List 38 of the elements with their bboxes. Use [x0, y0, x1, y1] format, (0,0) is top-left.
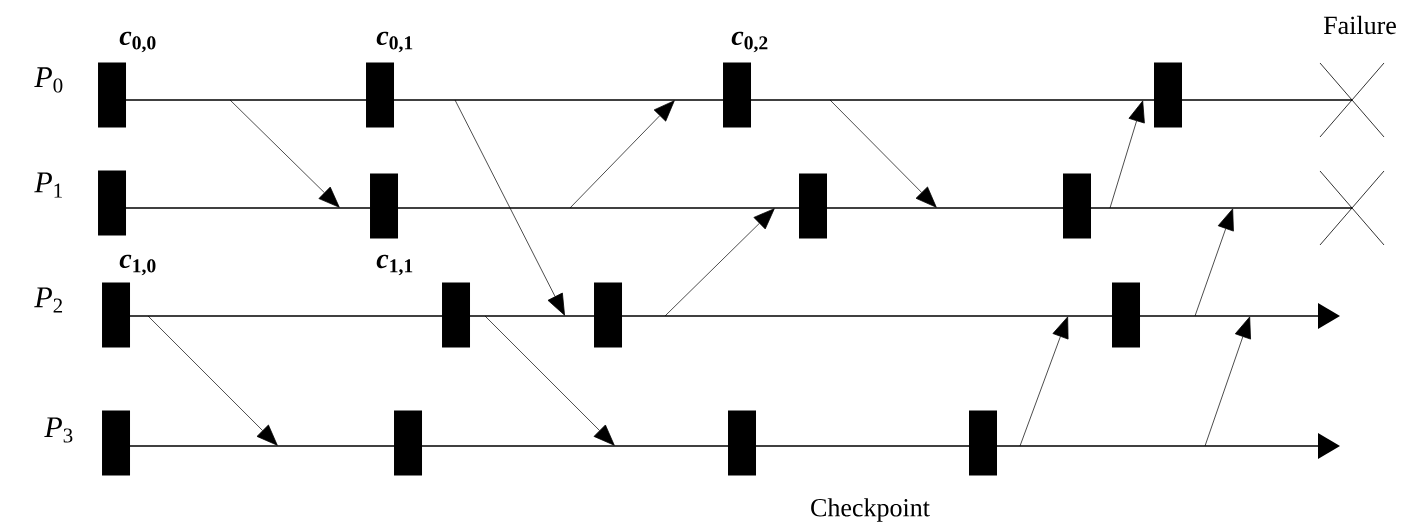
- message-arrow: [229, 99, 340, 208]
- checkpoint-bar: [394, 410, 422, 476]
- message-arrow: [829, 99, 937, 208]
- checkpoint-bar: [1154, 62, 1182, 128]
- checkpoint-label: c$_{0,1}$: [376, 31, 413, 53]
- message-arrow: [1109, 100, 1145, 209]
- message-arrow: [1019, 316, 1069, 447]
- message-arrow: [1194, 208, 1234, 317]
- checkpoint-bar: [728, 410, 756, 476]
- checkpoint-bar: [102, 282, 130, 348]
- process-label: P$_{3}$: [44, 417, 73, 443]
- checkpoint-bar: [969, 410, 997, 476]
- process-label: P$_{0}$: [34, 67, 63, 93]
- checkpoint-bar: [594, 282, 622, 348]
- checkpoint-bar: [98, 62, 126, 128]
- checkpoint-bar: [1112, 282, 1140, 348]
- message-arrow: [1204, 316, 1251, 447]
- checkpoint-bar: [1063, 173, 1091, 239]
- checkpoint-bar: [370, 173, 398, 239]
- message-arrow: [484, 315, 615, 446]
- checkpoint-bar: [98, 170, 126, 236]
- checkpoint-bar: [723, 62, 751, 128]
- checkpoint-label: c$_{0,2}$: [731, 31, 768, 53]
- message-arrow: [454, 99, 565, 316]
- checkpoint-bar: [442, 282, 470, 348]
- annotation-label: Checkpoint: [811, 498, 930, 522]
- process-label: P$_{1}$: [34, 172, 62, 198]
- checkpoint-bar: [366, 62, 394, 128]
- message-arrow: [147, 315, 278, 446]
- checkpoint-label: c$_{1,1}$: [376, 254, 413, 276]
- message-arrow: [664, 208, 775, 317]
- annotation-label: Failure: [1323, 15, 1396, 35]
- process-label: P$_{2}$: [34, 287, 63, 313]
- message-arrow: [569, 100, 675, 209]
- checkpoint-bar: [102, 410, 130, 476]
- checkpoint-label: c$_{1,0}$: [119, 254, 156, 276]
- checkpoint-label: c$_{0,0}$: [119, 31, 156, 53]
- checkpoint-bar: [799, 173, 827, 239]
